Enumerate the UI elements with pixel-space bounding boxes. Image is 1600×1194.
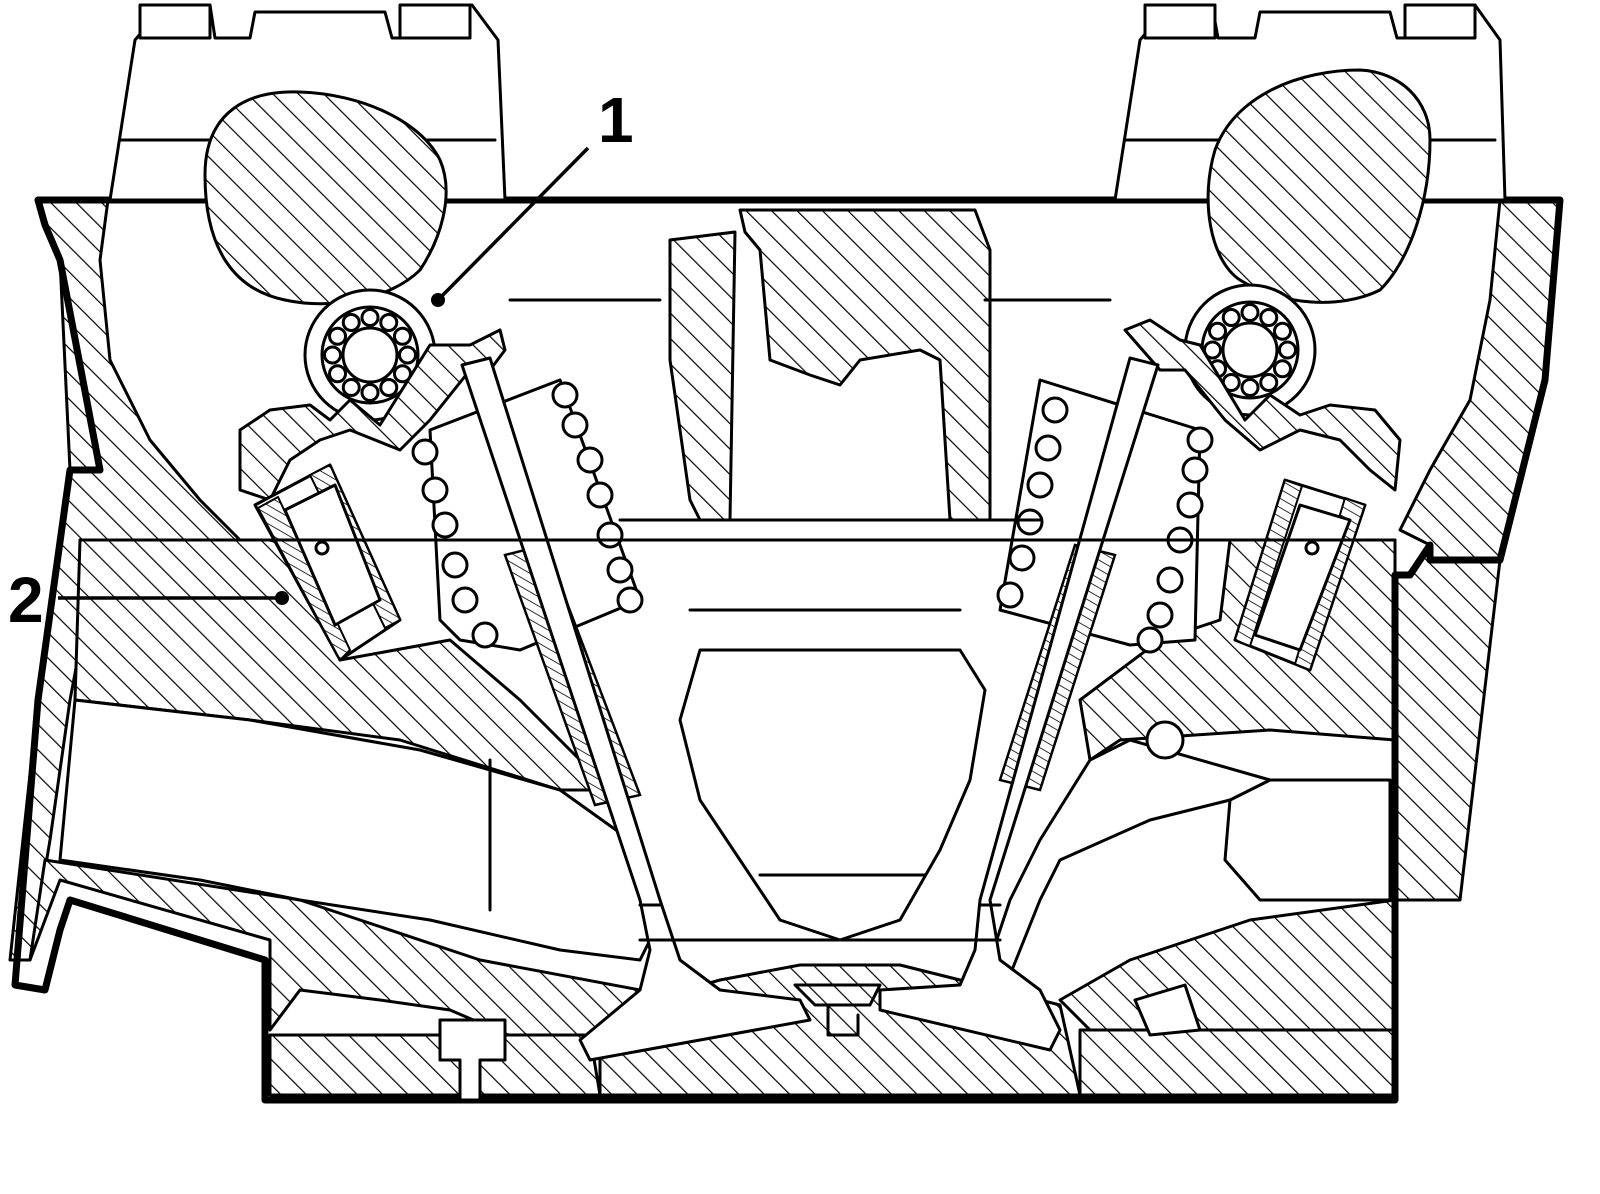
spring-coil [1026, 471, 1054, 499]
left-lash-adjuster [253, 463, 402, 662]
spring-coil [996, 581, 1024, 609]
right-seat-insert [1133, 983, 1202, 1037]
spring-coil [1176, 491, 1204, 519]
bearing-ball [379, 377, 399, 397]
bearing-ball [328, 326, 348, 346]
spring-coil [1016, 508, 1044, 536]
spring-coil [1156, 566, 1184, 594]
spring-coil [1136, 626, 1164, 654]
central-web-left [668, 230, 737, 522]
camshafts [203, 68, 1432, 306]
spring-coil [1034, 434, 1062, 462]
lower-left-port-wall [28, 858, 642, 1042]
spring-coil [421, 476, 449, 504]
left-port [58, 698, 662, 962]
left-valve [460, 356, 812, 1062]
spring-coil [596, 521, 624, 549]
spring-coil [561, 411, 589, 439]
spring-coil [1186, 426, 1214, 454]
bearing-ball [328, 364, 348, 384]
bearing-ball [379, 313, 399, 333]
spring-coil [431, 511, 459, 539]
head-outline [11, 196, 1564, 1104]
lower-right-port-wall [1058, 898, 1397, 1032]
callouts: 1 2 [8, 84, 634, 636]
right-valve-spring-coils [996, 396, 1214, 654]
center-chamber [678, 648, 987, 942]
bearing-ball [1272, 359, 1292, 379]
spring-coil [586, 481, 614, 509]
spring-coil [1008, 544, 1036, 572]
spring-coil [1181, 456, 1209, 484]
spring-coil [451, 586, 479, 614]
right-cap-bolt-b [1403, 3, 1477, 40]
callout-1: 1 [431, 84, 634, 307]
right-outer-wall [1393, 198, 1562, 902]
left-cap-bolt-a [138, 3, 212, 40]
left-valve-spring-coils [411, 381, 644, 649]
bearing-ball [1240, 303, 1260, 322]
bearing-ball [1208, 321, 1228, 341]
bearing-ball [392, 326, 412, 346]
lash-adjusters [253, 463, 1367, 672]
left-rocker-arm [238, 328, 507, 502]
spring-coil [576, 446, 604, 474]
bearing-ball [1272, 321, 1292, 341]
right-valve [878, 356, 1160, 1052]
left-cam-lobe [203, 90, 448, 306]
rocker-arms [238, 318, 1402, 502]
central-web [738, 208, 992, 522]
bearing-ball [1259, 308, 1279, 328]
oil-gallery [1145, 720, 1185, 760]
right-cap-bolt-a [1143, 3, 1217, 40]
spring-coil [1146, 601, 1174, 629]
spring-coil [411, 438, 439, 466]
left-bolt-boss [438, 1018, 507, 1102]
spring-coil [441, 551, 469, 579]
callout-1-label: 1 [598, 84, 634, 156]
bearing-ball [360, 383, 380, 402]
right-port [1223, 778, 1392, 902]
bearing-ball [398, 345, 417, 365]
bottom-deck-left [268, 1033, 602, 1097]
bearing-ball [1278, 340, 1297, 360]
bearing-ball [341, 313, 361, 333]
bearing-ball [360, 308, 380, 327]
spring-coil [551, 381, 579, 409]
right-lash-oil-hole [1304, 540, 1320, 556]
right-cam-lobe [1206, 68, 1432, 304]
bearing-ball [1259, 372, 1279, 392]
casting-detail-lines [78, 298, 1397, 1102]
valve-springs [411, 378, 1214, 654]
bearing-ball [323, 345, 342, 365]
callout-2: 2 [8, 564, 289, 636]
valves [460, 356, 1160, 1062]
left-cap-bolt-b [398, 3, 472, 40]
bottom-deck-right [1078, 1028, 1397, 1097]
spring-coil [616, 586, 644, 614]
bearing-ball [341, 377, 361, 397]
bearing-ball [1221, 308, 1241, 328]
spring-coil [1041, 396, 1069, 424]
bearing-ball [1240, 378, 1260, 397]
spring-coil [606, 556, 634, 584]
right-port-throat [988, 738, 1272, 1002]
spring-coil [471, 621, 499, 649]
left-lash-oil-hole [314, 540, 330, 556]
ports [58, 648, 1392, 1002]
right-rocker-arm [1123, 318, 1402, 492]
spark-plug-tip [793, 983, 882, 1037]
callout-2-label: 2 [8, 564, 44, 636]
